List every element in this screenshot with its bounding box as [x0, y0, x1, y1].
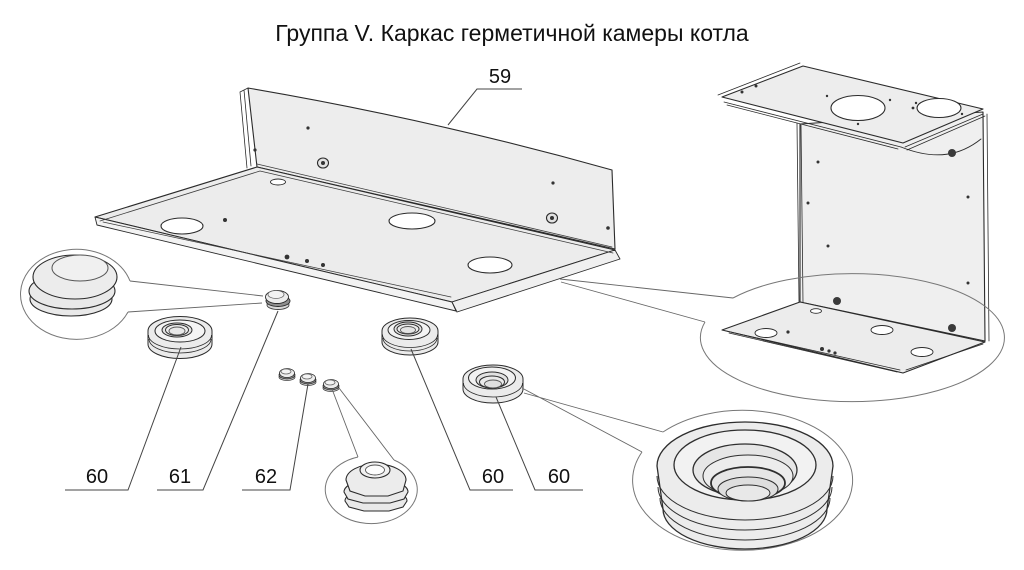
callout-62-label: 62: [255, 466, 277, 488]
detail-balloon-grommet: [521, 387, 854, 551]
detail-balloon-hex-plug: [324, 387, 418, 525]
small-plug: [299, 373, 317, 386]
callout-60-middle: 60: [410, 348, 513, 491]
callout-60-left-label: 60: [86, 466, 108, 488]
top-panel-hole: [916, 97, 962, 119]
callout-60-right-label: 60: [548, 466, 570, 488]
callout-62: 62: [242, 383, 309, 491]
base-hole: [160, 217, 204, 235]
assembly-wall: [799, 111, 986, 342]
detail-balloon-assembly-bottom: [559, 273, 1005, 403]
right-frame-assembly: [717, 62, 990, 374]
callout-60-right: 60: [495, 396, 583, 491]
callout-60-middle-label: 60: [482, 466, 504, 488]
detail-balloon-dome-plug: [20, 248, 264, 340]
small-plug: [322, 379, 340, 392]
callout-labels: 59 60 61 62 60 60: [65, 66, 583, 491]
callout-59: 59: [447, 66, 522, 126]
small-plug: [278, 368, 296, 381]
top-panel-hole: [830, 94, 886, 122]
base-hole: [388, 212, 436, 230]
callout-61-label: 61: [169, 466, 191, 488]
callout-61: 61: [157, 310, 279, 491]
main-panel-part-59: [94, 87, 621, 313]
callout-59-label: 59: [489, 66, 511, 88]
dome-plug-61: [265, 290, 291, 310]
diagram-title: Группа V. Каркас герметичной камеры котл…: [275, 20, 749, 46]
grommet-left-60: [147, 316, 213, 359]
callout-60-left: 60: [65, 346, 182, 491]
base-hole: [467, 256, 513, 274]
panel-back-wall: [247, 87, 616, 250]
grommet-right-60: [462, 364, 524, 404]
grommet-middle-60: [381, 317, 439, 356]
small-plugs-62: [278, 368, 340, 392]
